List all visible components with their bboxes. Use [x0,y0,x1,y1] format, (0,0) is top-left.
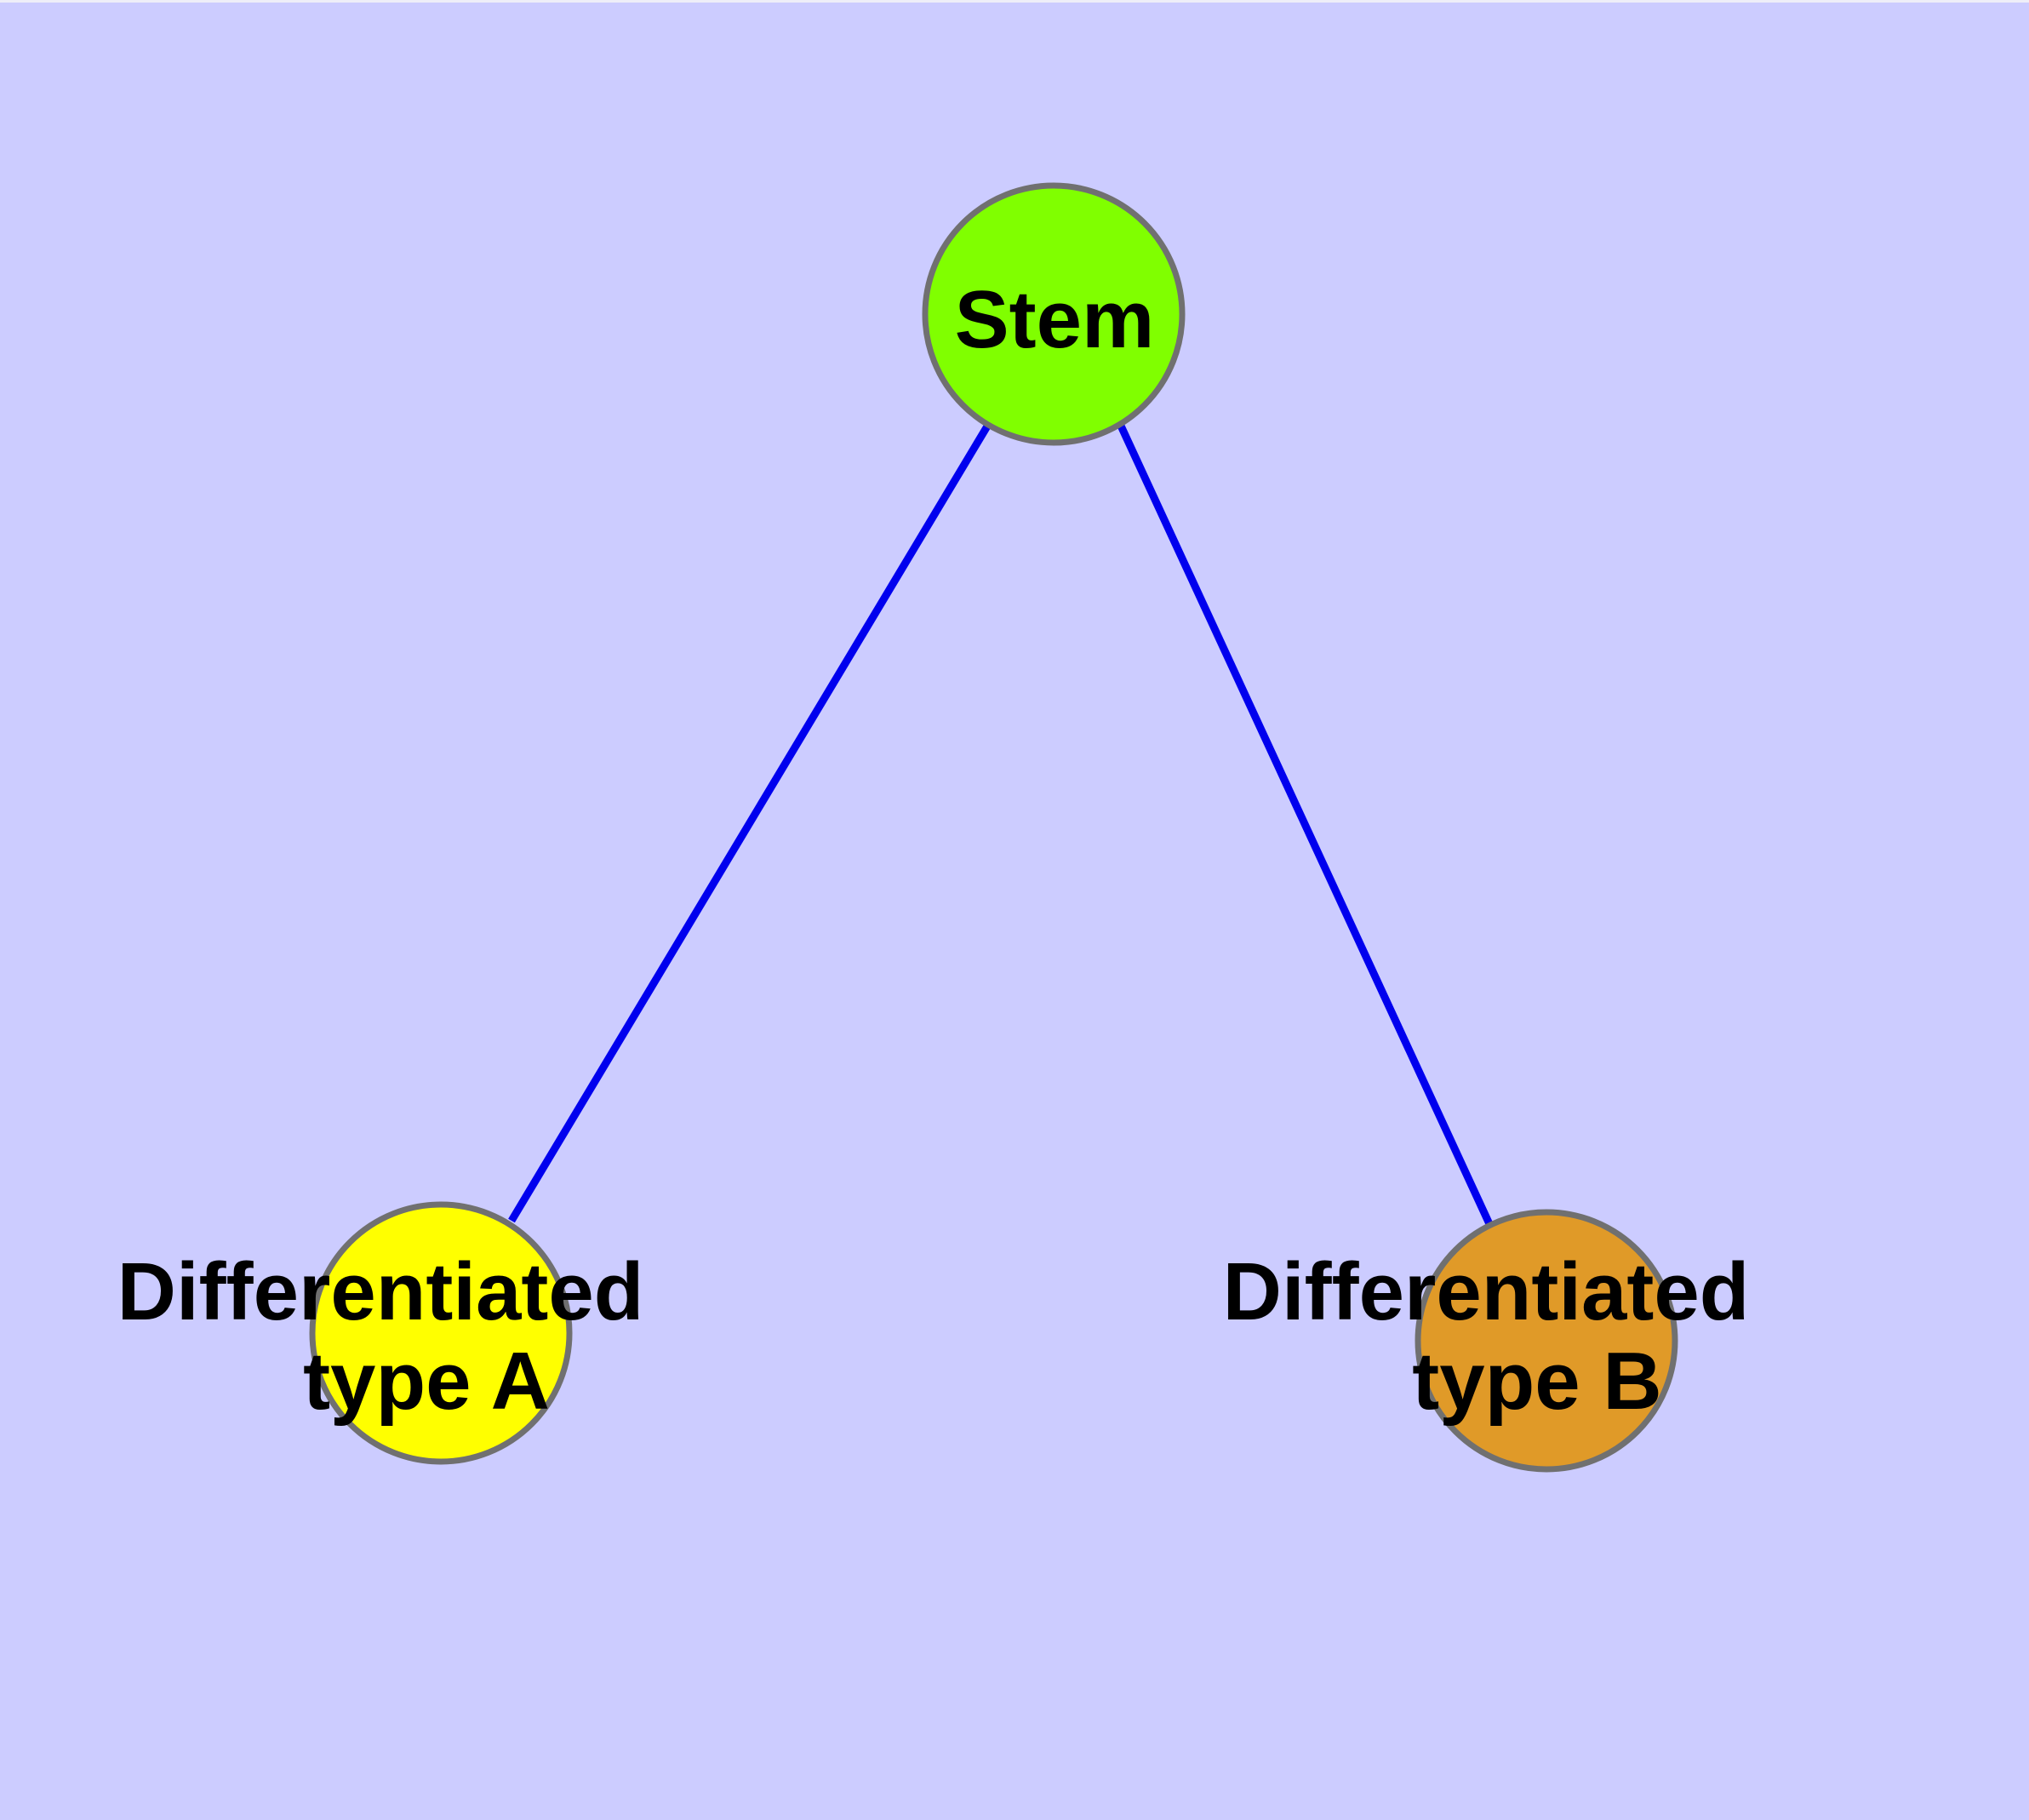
nodes-layer [309,182,1678,1473]
edge-stem-to-diff-b[interactable] [1116,422,1495,1228]
node-label-diff_b-line-1: type B [1412,1336,1661,1427]
node-label-diff_b-line-0: Differentiated [1223,1246,1750,1337]
edges-layer [508,422,1495,1228]
node-label-stem-line-0: Stem [955,274,1155,365]
node-diff_a[interactable] [309,1201,573,1465]
top-edge-strip [0,0,2029,3]
node-label-diff_a-line-1: type A [303,1336,550,1427]
node-diff_b[interactable] [1415,1209,1678,1473]
node-stem[interactable] [922,182,1186,446]
node-label-diff_a-line-0: Differentiated [117,1246,644,1337]
edge-stem-to-diff-a[interactable] [508,422,992,1223]
